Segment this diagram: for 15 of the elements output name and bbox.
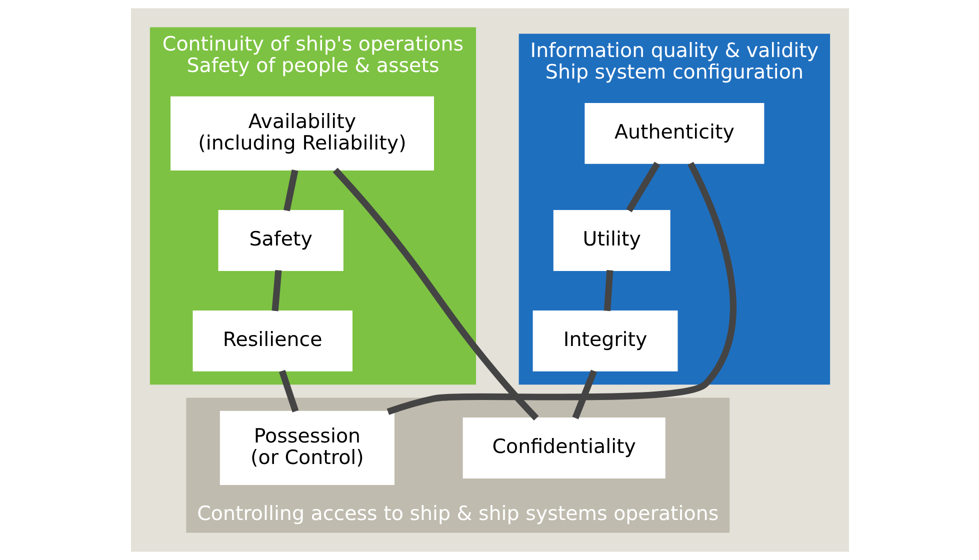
connector [572,370,597,420]
connector [332,168,538,420]
connector [603,270,613,312]
node-box: Authenticity [584,102,764,164]
node-box: Integrity [532,310,678,372]
connector [282,170,298,212]
node-box: Possession (or Control) [219,410,394,486]
connector [271,270,282,312]
node-box: Resilience [192,310,352,372]
node-box: Utility [552,210,670,271]
connector [386,162,736,415]
node-box: Availability (including Reliability) [170,96,434,170]
connector [626,162,660,212]
node-box: Safety [218,210,343,271]
node-box: Confidentiality [462,418,665,478]
